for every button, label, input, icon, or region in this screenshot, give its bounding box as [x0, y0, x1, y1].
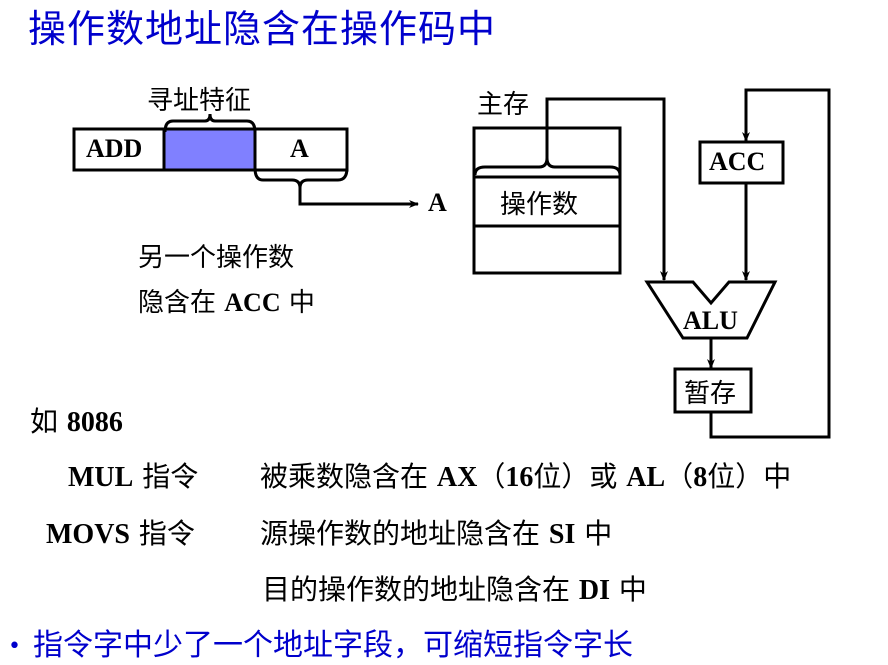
operand-cell-label: 操作数 — [500, 190, 579, 220]
page-title: 操作数地址隐含在操作码中 — [28, 7, 497, 51]
example-heading: 如 8086 — [30, 400, 123, 440]
implicit-note-register: ACC — [224, 288, 281, 317]
mul-desc-segment: 位）中 — [707, 460, 792, 493]
address-field — [253, 127, 349, 172]
address-arrow — [298, 186, 419, 208]
main-memory — [472, 97, 668, 281]
address-output-label: A — [428, 188, 447, 217]
address-field-label: A — [290, 134, 309, 163]
alu-shape — [644, 280, 778, 340]
mul-desc-segment: AL — [626, 462, 666, 493]
example-heading-text: 如 — [30, 405, 59, 438]
feature-brace — [163, 113, 257, 133]
movs-source-end: 中 — [575, 517, 613, 550]
movs-dest-description: 目的操作数的地址隐含在 DI 中 — [262, 568, 647, 608]
addressing-feature-label: 寻址特征 — [147, 86, 252, 116]
opcode-label: ADD — [86, 134, 143, 163]
memory-to-alu-line — [545, 97, 668, 281]
implicit-note-end: 中 — [288, 288, 315, 318]
movs-source-description: 源操作数的地址隐含在 SI 中 — [260, 512, 612, 552]
mul-desc-segment: 8 — [693, 462, 708, 493]
acc-label: ACC — [709, 147, 766, 176]
implicit-note-text: 隐含在 — [138, 288, 217, 318]
implicit-note-line2: 隐含在 ACC 中 — [138, 282, 315, 319]
movs-dest-text: 目的操作数的地址隐含在 — [262, 573, 579, 606]
mul-desc-segment: （ — [477, 460, 506, 493]
mul-desc-segment: AX — [436, 462, 478, 493]
alu-label: ALU — [683, 306, 738, 335]
bullet-marker: • — [8, 634, 21, 659]
mul-desc-segment: 被乘数隐含在 — [260, 460, 437, 493]
movs-instr: MOVS — [46, 519, 130, 550]
mul-instr-suffix: 指令 — [142, 460, 199, 493]
movs-example-line: MOVS 指令 — [46, 512, 195, 552]
mul-example-line: MUL 指令 — [68, 455, 198, 495]
example-cpu: 8086 — [66, 407, 123, 438]
mul-desc-segment: 16 — [505, 462, 534, 493]
temp-label: 暂存 — [684, 379, 737, 409]
movs-instr-suffix: 指令 — [138, 517, 195, 550]
feedback-loop-line — [709, 88, 831, 439]
memory-label: 主存 — [477, 90, 530, 120]
bullet-text: 指令字中少了一个地址字段，可缩短指令字长 — [32, 628, 633, 663]
mul-description: 被乘数隐含在 AX（16位）或 AL（8位）中 — [260, 455, 791, 495]
movs-source-register: SI — [548, 519, 576, 550]
mul-instr: MUL — [68, 462, 134, 493]
mul-desc-segment: 位）或 — [533, 460, 627, 493]
acc-box — [698, 140, 785, 185]
summary-bullet: • 指令字中少了一个地址字段，可缩短指令字长 — [8, 620, 633, 664]
temp-box — [673, 367, 753, 414]
instruction-format — [72, 113, 419, 208]
movs-source-text: 源操作数的地址隐含在 — [260, 517, 549, 550]
opcode-field — [72, 127, 166, 172]
movs-dest-register: DI — [578, 575, 611, 606]
implicit-note-line1: 另一个操作数 — [138, 243, 295, 273]
feature-field — [162, 127, 257, 172]
movs-dest-end: 中 — [610, 573, 647, 606]
mul-desc-segment: （ — [665, 460, 694, 493]
